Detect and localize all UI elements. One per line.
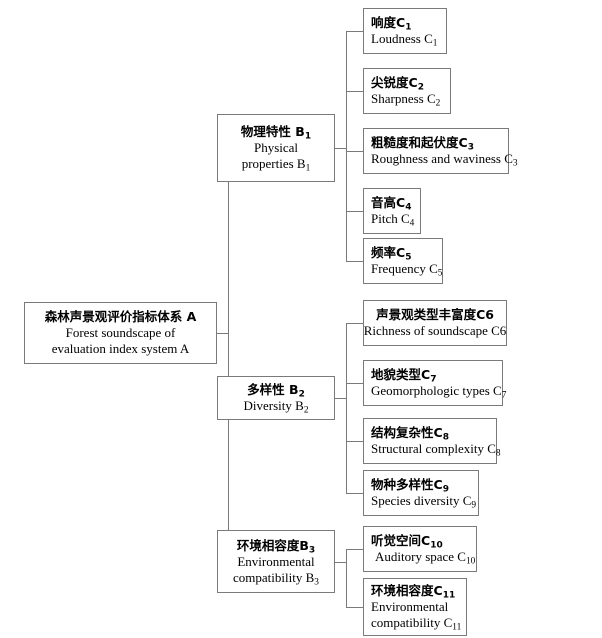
connector-b1-to-c2 [346, 91, 363, 92]
connector-b3-to-c10 [346, 549, 363, 550]
node-c9-en: Species diversity C9 [371, 493, 477, 511]
node-c9-species-diversity[interactable]: 物种多样性C9 Species diversity C9 [363, 470, 479, 516]
node-c5-en: Frequency C5 [371, 261, 443, 279]
node-c10-auditory-space[interactable]: 听觉空间C10 Auditory space C10 [363, 526, 477, 572]
node-c8-en: Structural complexity C8 [371, 441, 501, 459]
node-c9-cn: 物种多样性C9 [371, 477, 449, 495]
connector-root-trunk [228, 148, 229, 562]
connector-b1-trunk [346, 31, 347, 261]
node-c1-en: Loudness C1 [371, 31, 438, 49]
connector-b1-to-c1 [346, 31, 363, 32]
node-c11-cn: 环境相容度C11 [371, 583, 456, 601]
node-b2-diversity[interactable]: 多样性 B2 Diversity B2 [217, 376, 335, 420]
node-b3-cn: 环境相容度B3 [236, 537, 316, 556]
node-root-a-en-line2: evaluation index system A [51, 341, 190, 356]
node-root-a-cn: 森林声景观评价指标体系 A [44, 309, 197, 325]
node-root-a-en-line1: Forest soundscape of [65, 325, 176, 341]
node-c4-cn: 音高C4 [371, 195, 412, 213]
node-c5-frequency[interactable]: 频率C5 Frequency C5 [363, 238, 443, 284]
connector-b3-trunk [346, 549, 347, 607]
node-c6-cn: 声景观类型丰富度C6 [376, 307, 494, 323]
node-root-a[interactable]: 森林声景观评价指标体系 A Forest soundscape of evalu… [24, 302, 217, 364]
node-c10-cn: 听觉空间C10 [371, 533, 443, 551]
connector-b3-to-c11 [346, 607, 363, 608]
connector-b1-to-c4 [346, 211, 363, 212]
node-c4-pitch[interactable]: 音高C4 Pitch C4 [363, 188, 421, 234]
node-c2-cn: 尖锐度C2 [371, 75, 424, 93]
node-c8-cn: 结构复杂性C8 [371, 425, 449, 443]
connector-b2-to-c7 [346, 383, 363, 384]
node-c6-richness-of-soundscape[interactable]: 声景观类型丰富度C6 Richness of soundscape C6 [363, 300, 507, 346]
node-b1-en-line1: Physical [253, 140, 299, 156]
connector-root-stub [217, 333, 229, 334]
node-c6-en: Richness of soundscape C6 [363, 323, 507, 339]
node-c11-en-line2: compatibility C11 [371, 615, 462, 633]
connector-b2-stub [335, 398, 347, 399]
node-c1-loudness[interactable]: 响度C1 Loudness C1 [363, 8, 447, 54]
connector-b1-to-c3 [346, 151, 363, 152]
connector-b3-stub [335, 562, 347, 563]
node-b1-en-line2: properties B1 [241, 156, 311, 174]
node-b1-cn: 物理特性 B1 [240, 124, 312, 142]
node-c3-cn: 粗糙度和起伏度C3 [371, 135, 474, 153]
node-c8-structural-complexity[interactable]: 结构复杂性C8 Structural complexity C8 [363, 418, 501, 464]
node-c3-en: Roughness and waviness C3 [371, 151, 518, 169]
node-c7-geomorphologic-types[interactable]: 地貌类型C7 Geomorphologic types C7 [363, 360, 507, 406]
node-b2-cn: 多样性 B2 [247, 382, 305, 400]
node-b3-en-line2: compatibility B3 [233, 569, 319, 588]
node-c10-en: Auditory space C10 [375, 549, 476, 567]
node-c11-environmental-compatibility[interactable]: 环境相容度C11 Environmental compatibility C11 [363, 578, 467, 636]
connector-b2-to-c8 [346, 441, 363, 442]
connector-b1-to-c5 [346, 261, 363, 262]
node-b2-en-line1: Diversity B2 [243, 398, 309, 416]
node-c3-roughness-waviness[interactable]: 粗糙度和起伏度C3 Roughness and waviness C3 [363, 128, 518, 174]
node-b1-physical-properties[interactable]: 物理特性 B1 Physical properties B1 [217, 114, 335, 182]
node-c1-cn: 响度C1 [371, 15, 412, 33]
node-c2-sharpness[interactable]: 尖锐度C2 Sharpness C2 [363, 68, 451, 114]
node-c11-en-line1: Environmental [371, 599, 449, 615]
connector-b1-stub [335, 148, 347, 149]
connector-b2-trunk [346, 323, 347, 493]
node-b3-en-line1: Environmental [237, 553, 315, 569]
node-b3-environmental-compatibility[interactable]: 环境相容度B3 Environmental compatibility B3 [217, 530, 335, 593]
connector-b2-to-c9 [346, 493, 363, 494]
node-c5-cn: 频率C5 [371, 245, 412, 263]
node-c7-cn: 地貌类型C7 [371, 367, 437, 385]
node-c4-en: Pitch C4 [371, 211, 415, 229]
node-c7-en: Geomorphologic types C7 [371, 383, 507, 401]
connector-b2-to-c6 [346, 323, 363, 324]
node-c2-en: Sharpness C2 [371, 91, 441, 109]
